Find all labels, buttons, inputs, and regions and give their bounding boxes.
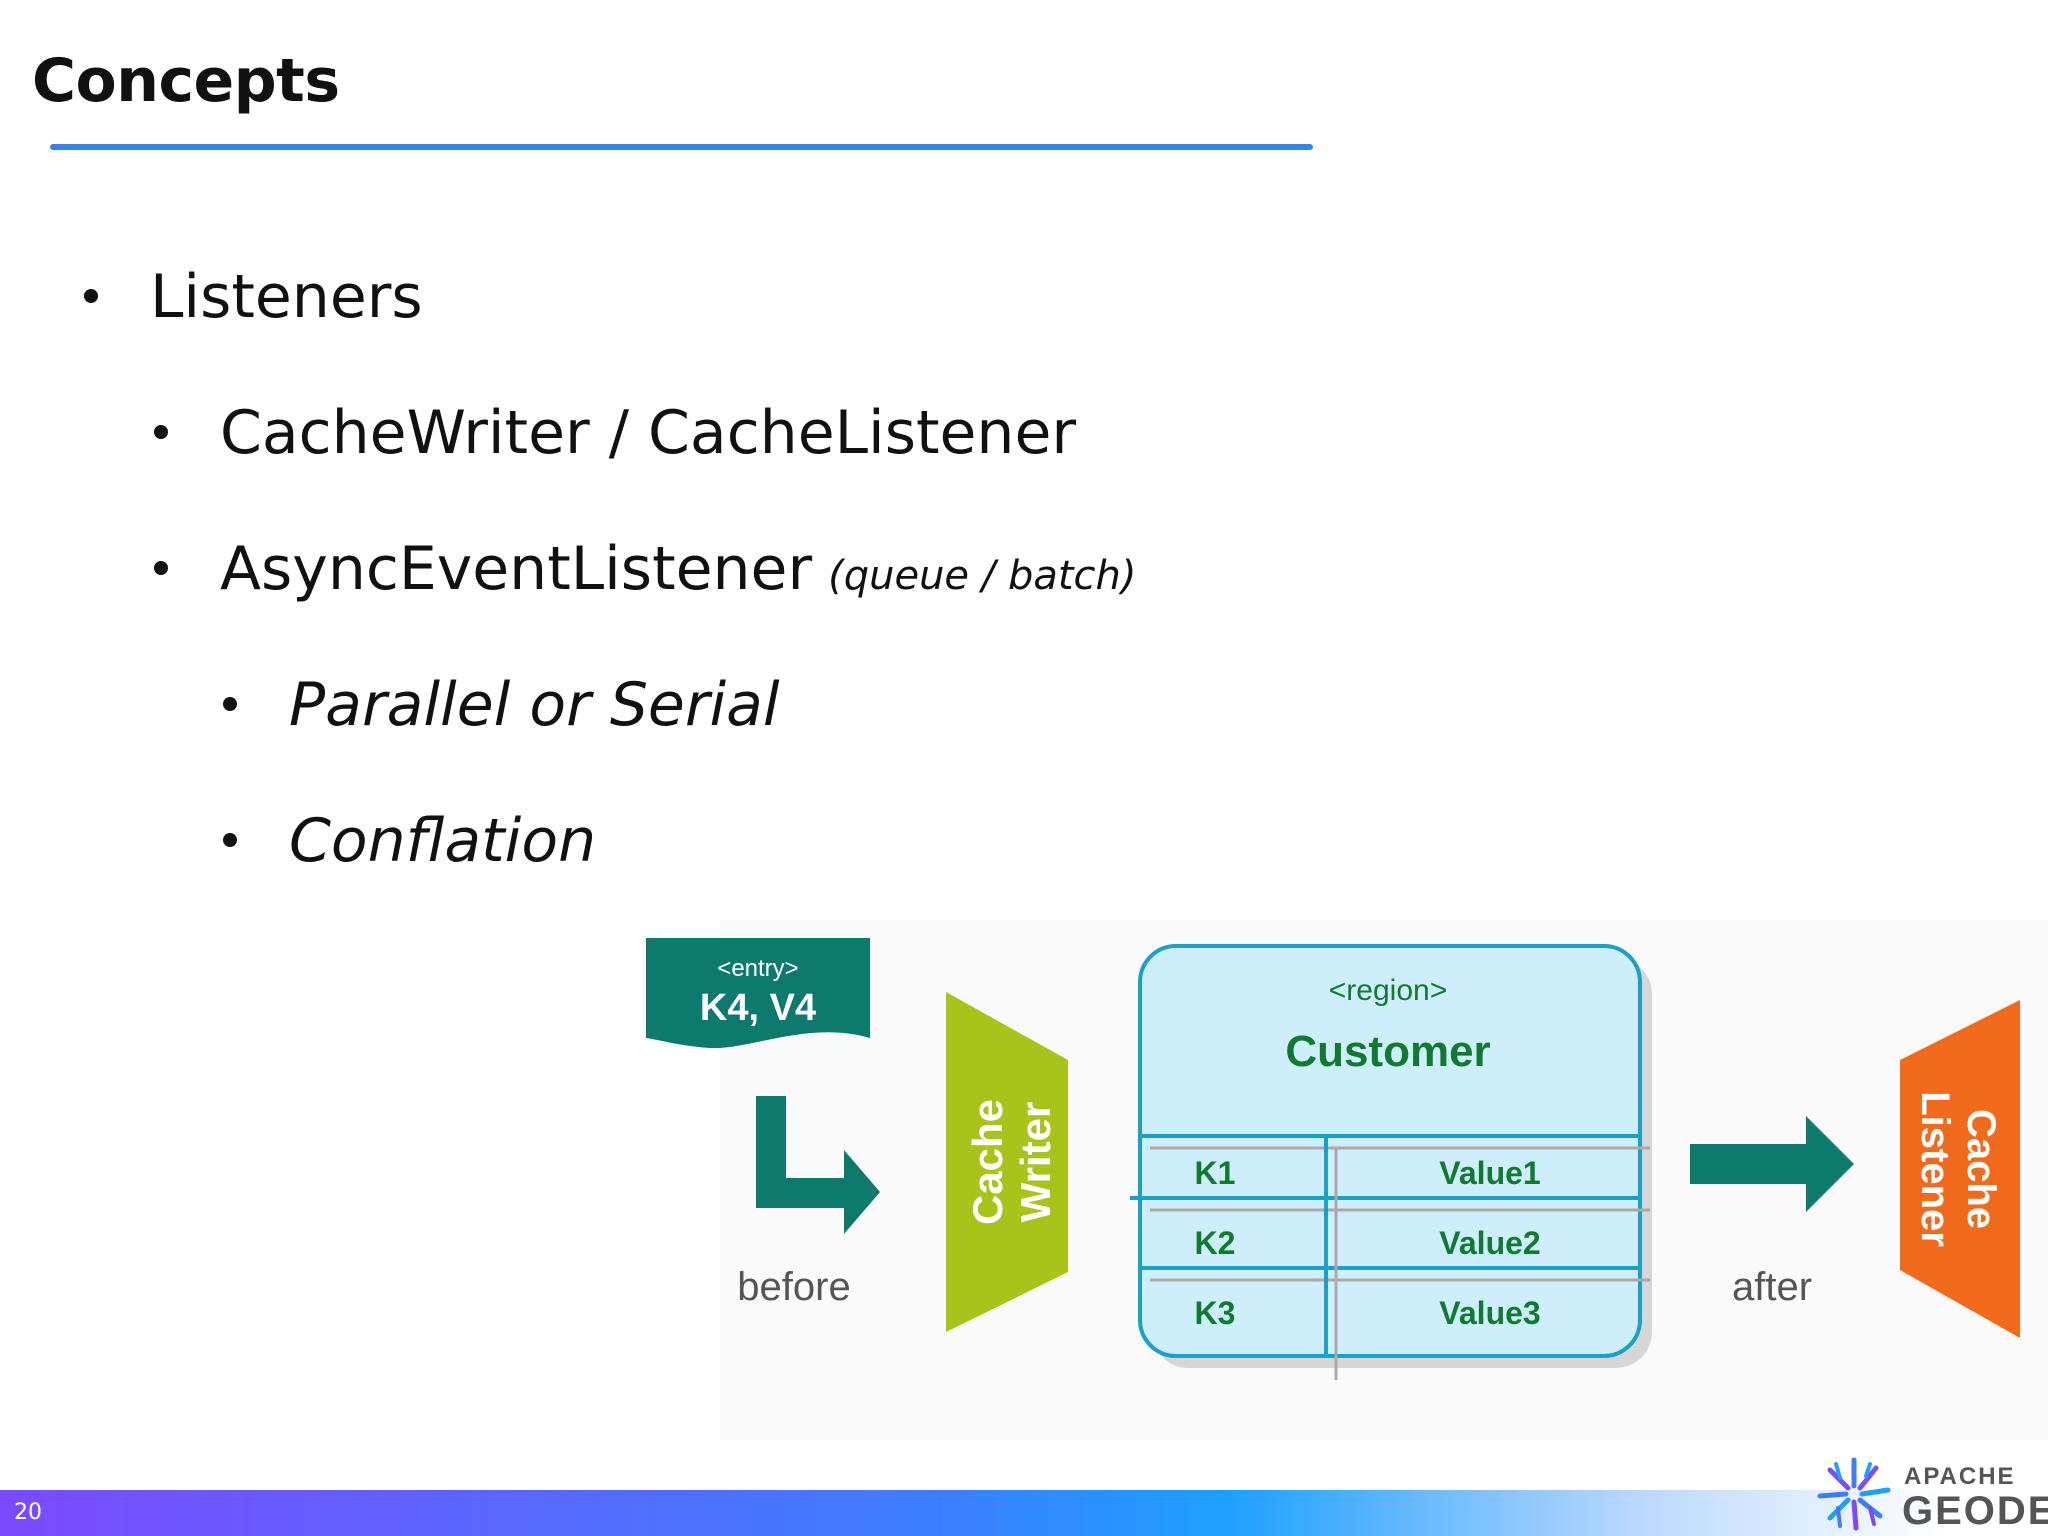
slide-title: Concepts <box>32 46 340 116</box>
bullet-parallel-serial: Parallel or Serial <box>223 670 780 740</box>
bullet-dot <box>154 561 168 575</box>
page-number: 20 <box>14 1500 42 1525</box>
bullet-asynceventlistener: AsyncEventListener (queue / batch) <box>154 534 1136 604</box>
bullet-text: Conflation <box>289 806 597 876</box>
cache-writer-shape <box>946 992 1068 1332</box>
row-value: Value1 <box>1439 1155 1540 1191</box>
before-label: before <box>737 1265 850 1309</box>
row-key: K2 <box>1195 1225 1236 1261</box>
bullet-text: AsyncEventListener <box>220 534 813 604</box>
region-tag: <region> <box>1329 974 1447 1007</box>
bullet-text: CacheWriter / CacheListener <box>220 398 1077 468</box>
listener-label-2: Listener <box>1913 1091 1957 1247</box>
logo-line-1: APACHE <box>1904 1463 2016 1490</box>
row-key: K1 <box>1195 1155 1236 1191</box>
entry-value: K4, V4 <box>700 987 816 1029</box>
region-box <box>1138 944 1642 1358</box>
cache-listener-diagram: <entry> K4, V4 before Cache Writer <regi… <box>646 920 2048 1440</box>
region-name: Customer <box>1285 1027 1490 1076</box>
listener-label-1: Cache <box>1959 1109 2003 1229</box>
bullet-dot <box>84 289 98 303</box>
row-value: Value2 <box>1439 1225 1540 1261</box>
row-value: Value3 <box>1439 1295 1540 1331</box>
after-label: after <box>1732 1265 1812 1309</box>
title-underline <box>50 144 1313 150</box>
bullet-dot <box>223 697 237 711</box>
apache-geode-logo: APACHE GEODE <box>1817 1457 2048 1533</box>
logo-line-2: GEODE <box>1902 1489 2048 1533</box>
entry-document <box>646 938 870 1049</box>
writer-label-1: Cache <box>964 1099 1011 1225</box>
writer-label-2: Writer <box>1012 1102 1059 1223</box>
bullet-conflation: Conflation <box>223 806 596 876</box>
geode-burst-icon <box>1817 1457 1891 1531</box>
row-key: K3 <box>1195 1295 1236 1331</box>
bullet-listeners: Listeners <box>84 262 423 332</box>
bullet-cachewriter: CacheWriter / CacheListener <box>154 398 1076 468</box>
bullet-text: Parallel or Serial <box>289 670 780 740</box>
cache-listener-shape <box>1900 1000 2020 1338</box>
bullet-text: Listeners <box>150 262 423 332</box>
bullet-dot <box>154 425 168 439</box>
bullet-note: (queue / batch) <box>828 553 1137 599</box>
after-arrow-icon <box>1690 1116 1854 1212</box>
bullet-dot <box>223 833 237 847</box>
before-arrow-icon <box>756 1096 880 1234</box>
footer-bar <box>0 1490 2048 1536</box>
entry-tag: <entry> <box>717 955 798 982</box>
